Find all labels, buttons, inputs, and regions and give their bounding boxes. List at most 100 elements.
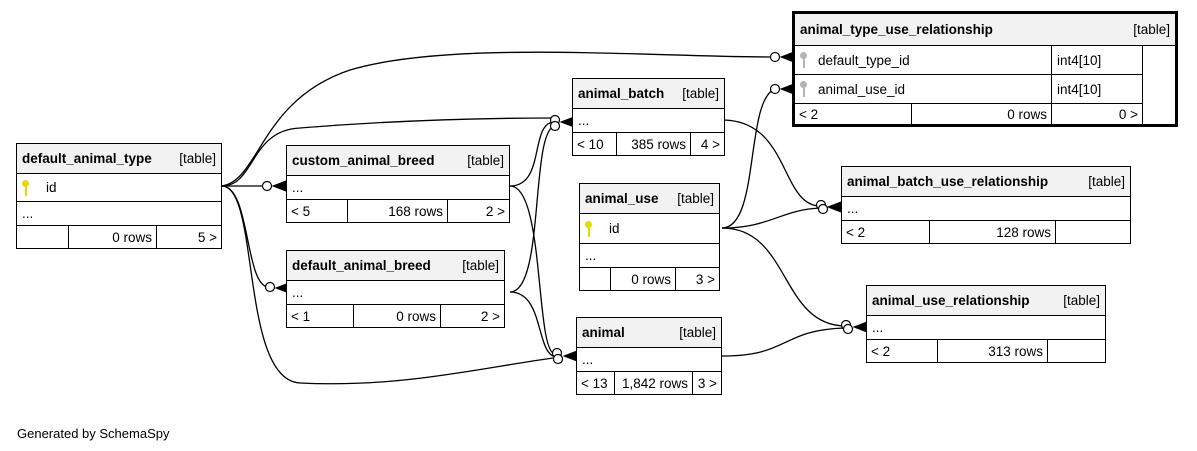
table-animal[interactable]: animal [table] ... < 13 1,842 rows 3 > (576, 317, 722, 395)
column-name: id (609, 221, 620, 236)
table-name: animal_type_use_relationship (800, 22, 993, 37)
parents-count[interactable]: < 1 (287, 305, 354, 327)
table-footer: 0 rows 3 > (580, 268, 719, 290)
table-default-animal-type[interactable]: default_animal_type [table] id ... 0 row… (16, 143, 222, 249)
table-type-label: [table] (467, 153, 504, 168)
table-name: default_animal_breed (292, 258, 431, 273)
foreign-key-icon (800, 52, 808, 68)
table-header: animal_batch [table] (573, 79, 724, 109)
table-type-label: [table] (462, 258, 499, 273)
table-type-label: [table] (179, 151, 216, 166)
column-row[interactable]: id (580, 214, 719, 244)
children-count[interactable]: 2 > (485, 203, 505, 219)
edge-custom-animal-breed-to-animal (509, 185, 556, 355)
children-count[interactable]: 5 > (197, 229, 217, 245)
parents-count[interactable] (580, 268, 611, 290)
table-name: animal_batch_use_relationship (847, 174, 1049, 189)
table-animal-batch-use-relationship[interactable]: animal_batch_use_relationship [table] ..… (841, 166, 1131, 244)
more-columns-row: ... (580, 244, 719, 268)
zero-optional-marker (549, 114, 561, 126)
column-row[interactable]: animal_use_id int4[10] (795, 75, 1142, 104)
table-custom-animal-breed[interactable]: custom_animal_breed [table] ... < 5 168 … (286, 145, 510, 223)
parents-count[interactable]: < 5 (287, 200, 348, 222)
zero-optional-marker (842, 323, 854, 335)
row-count: 0 rows (912, 104, 1052, 124)
children-count[interactable]: 3 > (697, 375, 717, 391)
table-footer: < 2 0 rows 0 > (795, 104, 1142, 124)
edge-default-animal-breed-to-animal (509, 291, 558, 358)
row-count: 0 rows (354, 305, 441, 327)
row-count: 385 rows (617, 133, 691, 155)
table-header: animal_batch_use_relationship [table] (842, 167, 1130, 197)
row-count: 0 rows (69, 226, 157, 248)
row-count: 1,842 rows (615, 372, 693, 394)
column-row[interactable]: id (17, 174, 221, 202)
column-row[interactable]: default_type_id int4[10] (795, 46, 1142, 75)
zero-optional-marker (815, 199, 827, 211)
more-columns-row: ... (573, 109, 724, 133)
table-header: custom_animal_breed [table] (287, 146, 509, 176)
table-animal-use-relationship[interactable]: animal_use_relationship [table] ... < 2 … (866, 285, 1106, 363)
table-name: animal_use_relationship (872, 293, 1030, 308)
table-type-label: [table] (682, 86, 719, 101)
table-animal-batch[interactable]: animal_batch [table] ... < 10 385 rows 4… (572, 78, 725, 156)
table-header: animal [table] (577, 318, 721, 348)
table-footer: < 2 128 rows (842, 221, 1130, 243)
table-footer: < 5 168 rows 2 > (287, 200, 509, 222)
table-animal-use[interactable]: animal_use [table] id ... 0 rows 3 > (579, 183, 720, 291)
row-count: 0 rows (611, 268, 676, 290)
row-count: 168 rows (348, 200, 448, 222)
table-name: animal_use (585, 191, 659, 206)
zero-optional-marker (817, 203, 829, 215)
table-header: animal_use_relationship [table] (867, 286, 1105, 316)
children-count[interactable] (1048, 340, 1105, 362)
children-count[interactable]: 3 > (695, 271, 715, 287)
edge-custom-animal-breed-to-animal-batch (509, 121, 554, 187)
table-animal-type-use-relationship[interactable]: animal_type_use_relationship [table] def… (792, 11, 1178, 127)
table-footer: < 10 385 rows 4 > (573, 133, 724, 155)
table-name: animal_batch (578, 86, 665, 101)
foreign-key-icon (800, 81, 808, 97)
parents-count[interactable]: < 2 (842, 221, 930, 243)
column-name: animal_use_id (818, 81, 906, 97)
primary-key-icon (22, 179, 30, 196)
crowfoot-marker (271, 180, 287, 192)
zero-optional-marker (264, 281, 276, 293)
more-columns-row: ... (867, 316, 1105, 340)
children-count[interactable] (1056, 221, 1130, 243)
zero-optional-marker (551, 347, 563, 359)
more-columns-row: ... (287, 176, 509, 200)
table-header: default_animal_type [table] (17, 144, 221, 174)
zero-optional-marker (769, 51, 781, 63)
table-type-label: [table] (1133, 22, 1170, 37)
column-name: id (46, 180, 57, 195)
children-count[interactable]: 0 > (1118, 106, 1138, 122)
edge-animal-use-to-animal-batch-use-relationship (721, 207, 821, 229)
children-count[interactable]: 4 > (700, 136, 720, 152)
generated-by-text: Generated by SchemaSpy (17, 426, 170, 441)
parents-count[interactable]: < 2 (867, 340, 938, 362)
column-type: int4[10] (1057, 52, 1102, 68)
column-name: default_type_id (818, 52, 910, 68)
more-columns-row: ... (17, 202, 221, 226)
table-type-label: [table] (677, 191, 714, 206)
edge-animal-to-animal-use-relationship (721, 327, 846, 357)
parents-count[interactable]: < 13 (577, 372, 615, 394)
table-type-label: [table] (679, 325, 716, 340)
more-columns-row: ... (287, 281, 504, 305)
more-columns-row: ... (842, 197, 1130, 221)
table-header: animal_use [table] (580, 184, 719, 214)
table-header: default_animal_breed [table] (287, 251, 504, 281)
table-footer: < 13 1,842 rows 3 > (577, 372, 721, 394)
edge-animal-use-to-animal-use-relationship (721, 227, 846, 327)
parents-count[interactable]: < 2 (795, 104, 912, 124)
edge-default-animal-breed-to-animal-batch (509, 125, 556, 293)
parents-count[interactable]: < 10 (573, 133, 617, 155)
parents-count[interactable] (17, 226, 69, 248)
table-footer: < 2 313 rows (867, 340, 1105, 362)
table-name: custom_animal_breed (292, 153, 435, 168)
table-default-animal-breed[interactable]: default_animal_breed [table] ... < 1 0 r… (286, 250, 505, 328)
table-type-label: [table] (1088, 174, 1125, 189)
children-count[interactable]: 2 > (480, 308, 500, 324)
table-header: animal_type_use_relationship [table] (795, 14, 1175, 46)
